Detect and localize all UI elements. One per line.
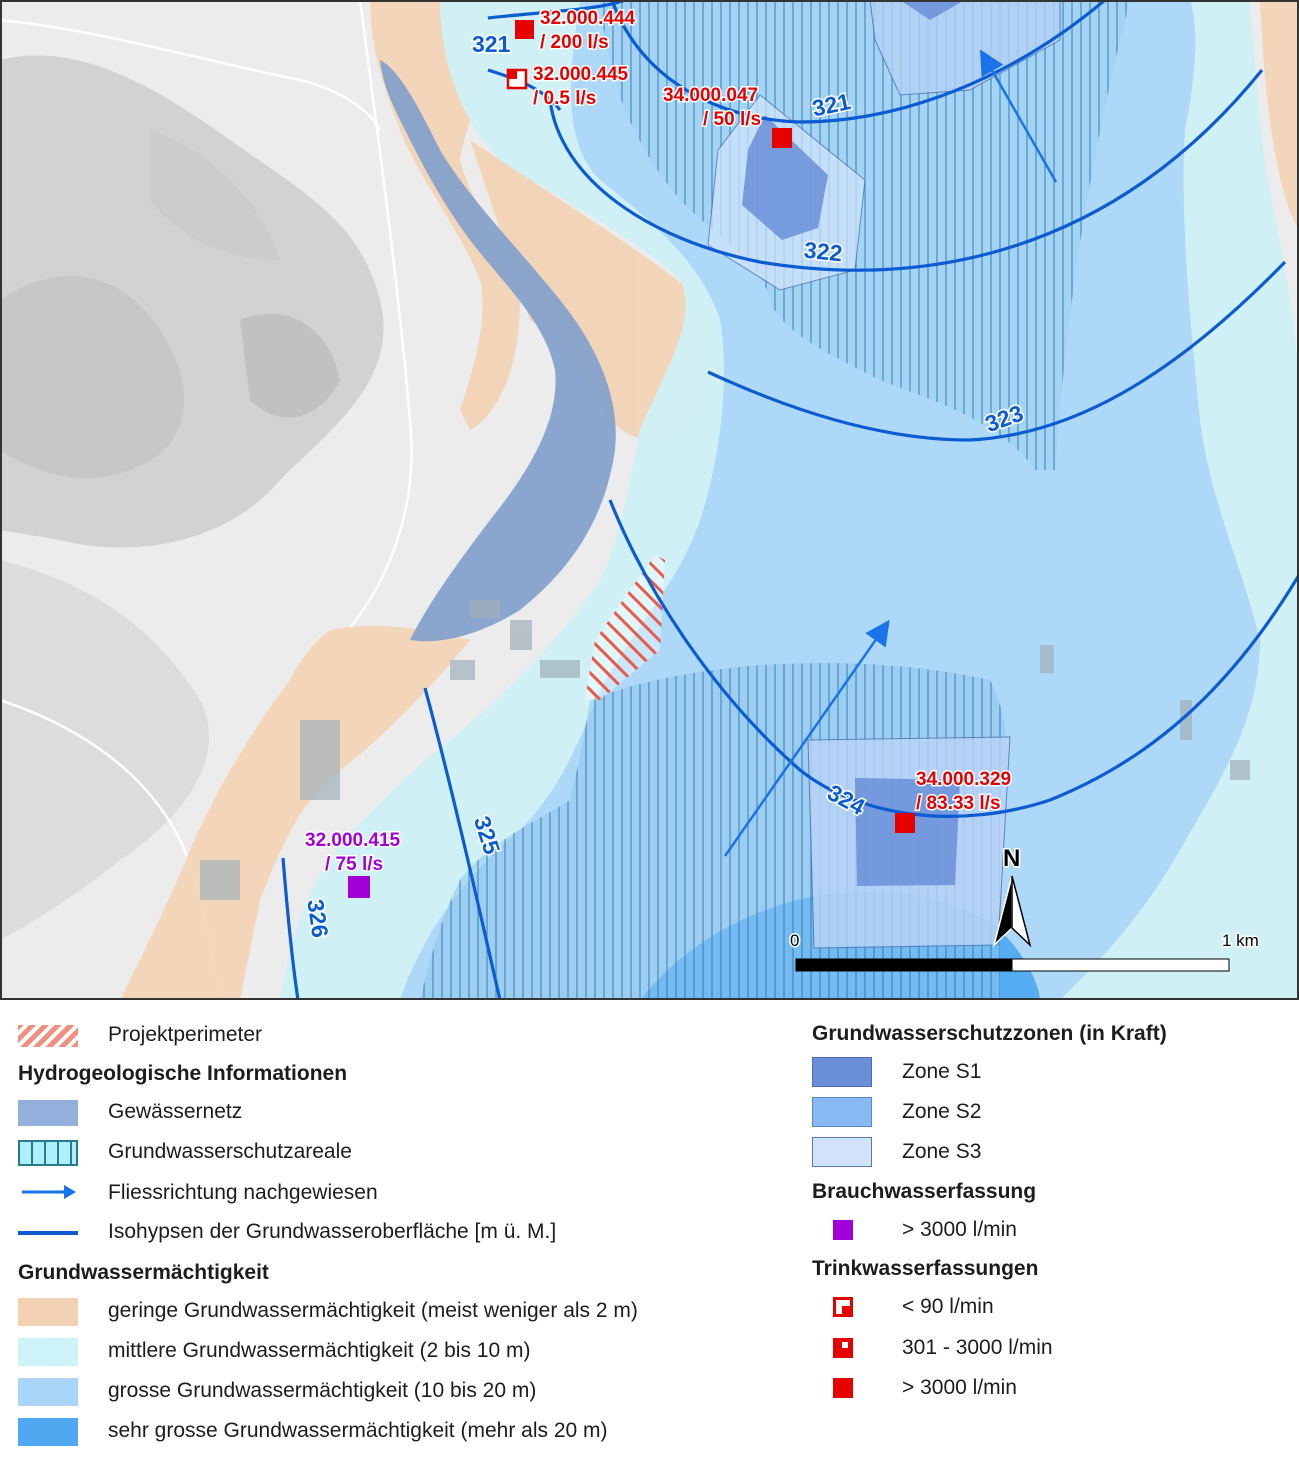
well-rate-label: / 83.33 l/s [916,793,1001,814]
sehr-grosse-label: sehr grosse Grundwassermächtigkeit (mehr… [108,1419,608,1442]
schutzzone-north [707,2,1061,291]
trink-gt3000-label: > 3000 l/min [902,1376,1017,1399]
well-marker-purple [348,876,370,898]
flow-arrow-north [980,49,1058,183]
river-gewaessernetz [380,60,616,642]
isohypsen [281,2,1297,998]
isohypsen-label: Isohypsen der Grundwasseroberfläche [m ü… [108,1220,557,1243]
fliessrichtung-label: Fliessrichtung nachgewiesen [108,1181,378,1204]
geringe-swatch [18,1298,78,1326]
settlement-blocks [200,600,1250,900]
scale-end-label: 1 km [1222,931,1259,950]
well-id-label: 34.000.329 [916,769,1011,790]
map-legend: Projektperimeter Hydrogeologische Inform… [0,1000,1299,1458]
gewaessernetz-label: Gewässernetz [108,1100,243,1123]
trink-lt90-label: < 90 l/min [902,1295,994,1318]
well-rate-label: / 200 l/s [540,32,609,53]
zone-s2-swatch [812,1097,872,1127]
well-rate-label: / 0.5 l/s [533,88,596,109]
geringe-label: geringe Grundwassermächtigkeit (meist we… [108,1299,638,1322]
trink-mid-label: 301 - 3000 l/min [902,1336,1053,1359]
zone-s3-label: Zone S3 [902,1140,982,1163]
mittlere-swatch [18,1338,78,1366]
well-marker [895,813,915,833]
flow-arrow-south [723,619,890,857]
isohypse-label: 326 [302,898,333,940]
scale-bar: 0 1 km [789,930,1260,972]
flow-arrows [723,49,1058,857]
well-marker [515,20,534,39]
arrow-icon [22,1185,76,1199]
projektperimeter [585,555,665,700]
well-marker-fill [508,70,517,79]
well-id-label: 34.000.047 [663,85,758,106]
zone-s2-label: Zone S2 [902,1100,982,1123]
schutzzonen-title: Grundwasserschutzzonen (in Kraft) [812,1022,1167,1045]
isohypse-label: 321 [472,31,511,57]
gewaessernetz-swatch [18,1100,78,1126]
north-arrow: N [992,844,1032,948]
isohypse-line-swatch [18,1231,78,1235]
brauch-title: Brauchwasserfassung [812,1180,1037,1203]
zone-s3-swatch [812,1137,872,1167]
maecht-title: Grundwassermächtigkeit [18,1261,269,1284]
map-frame [0,0,1299,1000]
grosse-swatch [18,1378,78,1406]
well-id-label: 32.000.415 [305,830,401,851]
mittlere-label: mittlere Grundwassermächtigkeit (2 bis 1… [108,1339,531,1362]
well-rate-label: / 50 l/s [703,109,761,130]
hydro-title: Hydrogeologische Informationen [18,1062,348,1085]
trink-mid-marker [833,1338,853,1358]
north-label: N [1003,845,1020,872]
groundwater-map: 321 321 322 323 324 325 326 32.000.444 /… [0,0,1299,1000]
well-id-label: 32.000.444 [540,8,636,29]
zone-s1-swatch [812,1057,872,1087]
well-rate-label: / 75 l/s [325,854,383,875]
schutzareale-swatch [18,1140,78,1166]
terrain-shading [2,55,384,939]
well-id-label: 32.000.445 [533,64,629,85]
well-marker [772,128,792,148]
zone-s1-label: Zone S1 [902,1060,982,1083]
sehr-grosse-swatch [18,1418,78,1446]
well-symbols [348,20,915,898]
projektperimeter-label: Projektperimeter [108,1023,263,1046]
trink-title: Trinkwasserfassungen [812,1257,1039,1280]
brauch-label: > 3000 l/min [902,1218,1017,1241]
trink-lt90-marker [833,1297,853,1317]
scale-start-label: 0 [790,931,799,950]
brauch-marker [833,1220,853,1240]
grosse-label: grosse Grundwassermächtigkeit (10 bis 20… [108,1379,537,1402]
schutzareale-label: Grundwasserschutzareale [108,1140,352,1163]
trink-gt3000-marker [833,1378,853,1398]
projektperimeter-swatch [18,1025,78,1047]
isohypse-label: 322 [803,237,844,267]
